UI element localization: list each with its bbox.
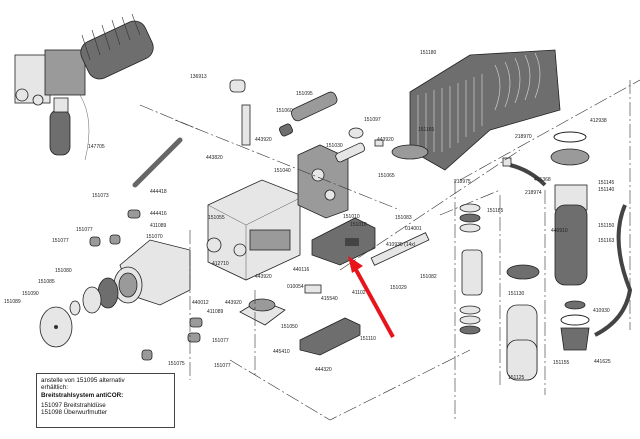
- part-number-label: 151073: [92, 193, 109, 199]
- part-number-label: 443820: [206, 155, 223, 161]
- note-line: 151097 Breitstrahldüse: [41, 401, 106, 409]
- part-number-label: 443920: [255, 137, 272, 143]
- part-number-label: 443920: [255, 274, 272, 280]
- part-number-label: 151155: [553, 360, 570, 366]
- plate-151030: [297, 144, 349, 219]
- part-number-label: 151029: [390, 285, 407, 291]
- part-number-label: 151180: [420, 50, 437, 56]
- part-number-label: 014001: [405, 226, 422, 232]
- part-number-label: 151010: [350, 222, 367, 228]
- part-number-label: 151050: [281, 324, 298, 330]
- part-number-label: 151110: [360, 336, 376, 342]
- flange-151050: [239, 298, 286, 326]
- nozzle-housing-151070: [39, 209, 203, 361]
- part-number-label: 151055: [208, 215, 225, 221]
- column-151185: [459, 203, 483, 335]
- part-number-label: 010054: [287, 284, 304, 290]
- note-line: 151098 Überwurfmutter: [41, 409, 108, 417]
- hose-415368: [502, 157, 547, 187]
- cap-151165: [335, 127, 429, 163]
- part-number-label: 151077: [76, 227, 93, 233]
- slide-block: [311, 217, 430, 266]
- part-number-label: 440012: [192, 300, 209, 306]
- cylinder-151150: [550, 131, 633, 351]
- part-number-label: 151150: [598, 223, 615, 229]
- part-number-label: 441625: [594, 359, 611, 365]
- part-number-label: 151077: [212, 338, 229, 344]
- part-number-label: 218975: [454, 179, 471, 185]
- alternative-parts-note: anstelle von 151095 alternativ erhältlic…: [36, 373, 175, 428]
- part-number-label: 410935 (14x): [386, 242, 416, 248]
- part-number-label: 440910: [551, 228, 568, 234]
- part-number-label: 151083: [395, 215, 412, 221]
- part-labels: 136913 151180 151095 151060 151097 151165 4439…: [4, 50, 615, 381]
- part-number-label: 151065: [378, 173, 395, 179]
- part-number-label: 151040: [274, 168, 291, 174]
- part-number-label: 411089: [150, 223, 167, 229]
- part-number-label: 151075: [168, 361, 185, 367]
- bracket-151110: [299, 284, 361, 356]
- part-number-label: 151089: [4, 299, 21, 305]
- part-number-label: 151185: [487, 208, 504, 214]
- part-number-label: 151080: [55, 268, 72, 274]
- part-number-label: 410930: [593, 308, 610, 314]
- part-number-label: 444418: [150, 189, 167, 195]
- part-number-label: 445410: [273, 349, 290, 355]
- part-number-label: 151163: [598, 238, 615, 244]
- assembled-unit-thumbnail: [14, 13, 154, 161]
- part-number-label: 415540: [321, 296, 338, 302]
- part-number-label: 151030: [326, 143, 343, 149]
- part-number-label: 151095: [296, 91, 313, 97]
- bellows-151180: [409, 49, 561, 171]
- part-number-label: 411089: [207, 309, 224, 315]
- part-number-label: 151140: [598, 187, 615, 193]
- part-number-label: 415368: [534, 177, 551, 183]
- part-number-label: 151077: [214, 363, 231, 369]
- part-number-label: 151125: [508, 375, 525, 381]
- part-number-label: 151060: [276, 108, 293, 114]
- note-line: anstelle von 151095 alternativ: [41, 377, 125, 384]
- part-number-label: 444320: [315, 367, 332, 373]
- part-number-label: 151165: [418, 127, 435, 133]
- part-number-label: 151085: [38, 279, 55, 285]
- part-number-label: 151090: [22, 291, 39, 297]
- part-number-label: 412710: [212, 261, 229, 267]
- part-number-label: 151130: [508, 291, 525, 297]
- main-housing-block: [206, 179, 301, 281]
- part-number-label: 443920: [377, 137, 394, 143]
- part-number-label: 136913: [190, 74, 207, 80]
- part-number-label: 218970: [515, 134, 532, 140]
- part-number-label: 151070: [146, 234, 163, 240]
- assembly-lines: [139, 79, 640, 421]
- highlight-arrow: [348, 256, 395, 338]
- motor-151125: [506, 264, 540, 381]
- part-number-label: 151145: [598, 180, 615, 186]
- part-number-label: 41102: [352, 290, 366, 296]
- part-number-label: 151097: [364, 117, 381, 123]
- cap-136913: [229, 79, 251, 146]
- part-number-label: 444416: [150, 211, 167, 217]
- part-number-label: 147705: [88, 144, 105, 150]
- note-heading: Breitstrahlsystem antiCOR:: [41, 391, 124, 399]
- nozzle-151095: [279, 91, 384, 147]
- part-number-label: 218974: [525, 190, 542, 196]
- note-line: erhältlich:: [41, 384, 68, 392]
- part-number-label: 443920: [225, 300, 242, 306]
- part-number-label: 151010: [343, 214, 360, 220]
- part-number-label: 440116: [293, 267, 310, 273]
- part-number-label: 151082: [420, 274, 437, 280]
- rod-147705: [132, 137, 183, 188]
- part-number-label: 151077: [52, 238, 69, 244]
- part-number-label: 412938: [590, 118, 607, 124]
